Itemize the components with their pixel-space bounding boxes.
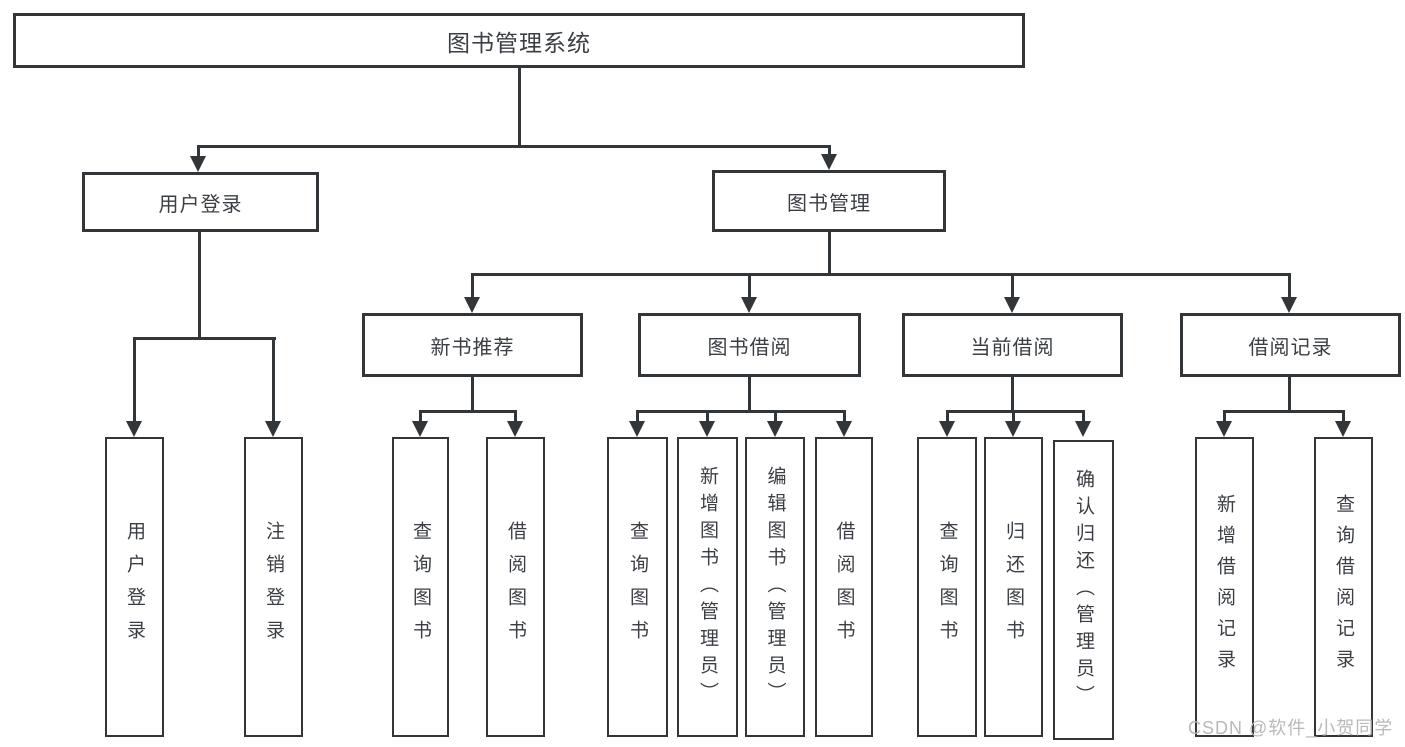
down-arrow-icon: [629, 421, 645, 437]
node-label: 图书管理: [787, 192, 871, 215]
node-label: 用户登录: [124, 521, 145, 653]
csdn-watermark: CSDN @软件_小贺同学: [1188, 718, 1394, 738]
down-arrow-icon: [1281, 297, 1297, 313]
down-arrow-icon: [126, 421, 142, 437]
connector-segment: [518, 68, 521, 146]
connector-segment: [133, 337, 136, 422]
node-label: 编辑图书（管理员）: [764, 465, 786, 709]
connector-segment: [198, 232, 201, 340]
leaf-query-books-borrow: 查询图书: [607, 437, 668, 737]
node-label: 查询借阅记录: [1333, 494, 1354, 680]
node-label: 图书管理系统: [447, 29, 591, 56]
connector-segment: [636, 410, 846, 413]
down-arrow-icon: [821, 154, 837, 170]
node-label: 归还图书: [1003, 521, 1024, 653]
connector-segment: [946, 410, 1085, 413]
node-label: 确认归还（管理员）: [1073, 468, 1094, 712]
down-arrow-icon: [1216, 421, 1232, 437]
leaf-confirm-return-admin: 确认归还（管理员）: [1053, 440, 1114, 740]
connector-segment: [272, 337, 275, 422]
node-label: 图书借阅: [707, 336, 792, 359]
connector-segment: [828, 145, 831, 156]
connector-segment: [706, 410, 709, 423]
connector-segment: [471, 377, 474, 412]
connector-segment: [1011, 273, 1014, 299]
node-label: 借阅图书: [833, 521, 855, 653]
connector-segment: [1011, 377, 1014, 412]
node-label: 查询图书: [936, 521, 958, 653]
node-new-book-recommendation: 新书推荐: [362, 313, 583, 377]
connector-segment: [471, 273, 1291, 276]
connector-segment: [843, 410, 846, 423]
down-arrow-icon: [190, 156, 206, 172]
down-arrow-icon: [1004, 297, 1020, 313]
connector-segment: [1288, 273, 1291, 299]
node-label: 当前借阅: [970, 336, 1055, 359]
connector-segment: [1288, 377, 1291, 412]
connector-segment: [636, 410, 639, 423]
down-arrow-icon: [464, 297, 480, 313]
down-arrow-icon: [412, 421, 428, 437]
connector-segment: [1223, 410, 1345, 413]
connector-segment: [748, 273, 751, 299]
node-label: 借阅记录: [1248, 336, 1333, 359]
connector-segment: [748, 377, 751, 412]
down-arrow-icon: [1005, 421, 1021, 437]
node-borrowing-records: 借阅记录: [1180, 313, 1401, 377]
connector-segment: [946, 410, 949, 423]
down-arrow-icon: [741, 297, 757, 313]
leaf-edit-book-admin: 编辑图书（管理员）: [745, 437, 805, 737]
connector-segment: [471, 273, 474, 299]
connector-segment: [1342, 410, 1345, 423]
connector-segment: [197, 145, 200, 158]
connector-segment: [419, 410, 517, 413]
down-arrow-icon: [767, 421, 783, 437]
leaf-add-borrow-record: 新增借阅记录: [1195, 437, 1254, 737]
down-arrow-icon: [836, 421, 852, 437]
down-arrow-icon: [1335, 421, 1351, 437]
leaf-query-books-current: 查询图书: [917, 437, 977, 737]
down-arrow-icon: [939, 421, 955, 437]
connector-segment: [197, 145, 831, 148]
node-label: 注销登录: [263, 521, 284, 653]
node-book-borrowing: 图书借阅: [638, 313, 861, 377]
node-label: 借阅图书: [505, 521, 526, 653]
leaf-query-borrow-record: 查询借阅记录: [1314, 437, 1373, 737]
leaf-query-books-recommend: 查询图书: [392, 437, 449, 737]
node-label: 新增图书（管理员）: [697, 465, 718, 709]
connector-segment: [419, 410, 422, 423]
leaf-borrow-books-recommend: 借阅图书: [486, 437, 545, 737]
connector-segment: [514, 410, 517, 423]
node-label: 新增借阅记录: [1214, 494, 1235, 680]
leaf-user-login: 用户登录: [105, 437, 164, 737]
connector-segment: [774, 410, 777, 423]
down-arrow-icon: [699, 421, 715, 437]
node-label: 用户登录: [158, 193, 243, 216]
node-current-borrowing: 当前借阅: [902, 313, 1123, 377]
connector-segment: [133, 337, 276, 340]
connector-segment: [1082, 410, 1085, 423]
connector-segment: [1012, 410, 1015, 423]
node-label: 查询图书: [410, 521, 431, 653]
connector-segment: [1223, 410, 1226, 423]
leaf-add-book-admin: 新增图书（管理员）: [677, 437, 738, 737]
down-arrow-icon: [265, 421, 281, 437]
node-library-management-system: 图书管理系统: [13, 13, 1025, 68]
leaf-borrow-book: 借阅图书: [815, 437, 873, 737]
node-book-management: 图书管理: [712, 170, 946, 232]
leaf-logout: 注销登录: [244, 437, 303, 737]
down-arrow-icon: [507, 421, 523, 437]
leaf-return-book: 归还图书: [984, 437, 1043, 737]
node-label: 查询图书: [627, 521, 648, 653]
node-label: 新书推荐: [430, 336, 515, 359]
connector-segment: [828, 232, 831, 275]
node-user-login: 用户登录: [82, 172, 319, 232]
down-arrow-icon: [1075, 421, 1091, 437]
